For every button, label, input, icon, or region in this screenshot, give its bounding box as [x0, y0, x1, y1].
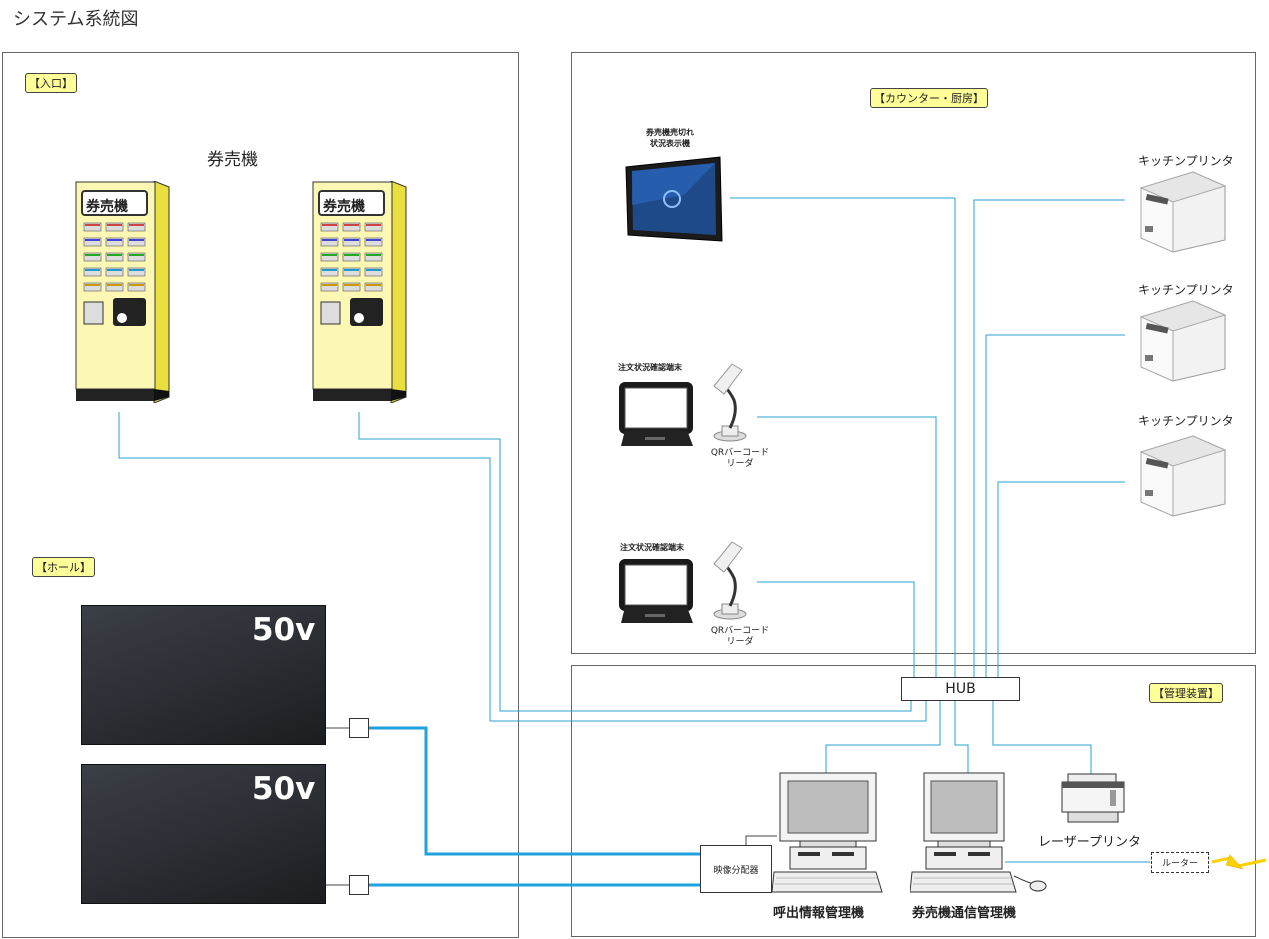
- call-pc-label: 呼出情報管理機: [773, 906, 865, 921]
- ticket-machine-2-icon: [312, 181, 407, 403]
- kitchen-printer-1-icon: [1139, 171, 1227, 253]
- tv-1-size-label: 50v: [252, 612, 316, 648]
- management-tag: 【管理装置】: [1149, 683, 1223, 703]
- qr-reader-1-label: QRバーコード リーダ: [710, 448, 770, 469]
- call-pc-icon: [772, 772, 883, 893]
- soldout-display-label: 券売機売切れ 状況表示機: [646, 128, 694, 148]
- qr-reader-1-icon: [713, 363, 747, 442]
- router-label: ルーター: [1161, 859, 1198, 869]
- hall-tag: 【ホール】: [32, 557, 95, 577]
- tv-2-connector: [349, 875, 369, 895]
- ticket-machine-group-label: 券売機: [207, 150, 258, 170]
- tv-1-display: [81, 605, 326, 745]
- comm-pc-icon: [910, 772, 1047, 893]
- router-box: ルーター: [1151, 852, 1209, 873]
- kitchen-printer-3-icon: [1139, 435, 1227, 517]
- qr-reader-2-icon: [713, 541, 747, 620]
- ticket-machine-1-icon: [75, 181, 170, 403]
- order-terminal-1-icon: [619, 382, 693, 446]
- comm-pc-label: 券売機通信管理機: [912, 906, 1017, 921]
- tv-2-display: [81, 764, 326, 904]
- laser-printer-icon: [1061, 773, 1125, 823]
- entrance-tag: 【入口】: [25, 73, 77, 93]
- ticket-machine-1-sign: 券売機: [86, 199, 128, 215]
- kitchen-printer-2-label: キッチンプリンタ: [1138, 283, 1234, 297]
- qr-reader-2-label: QRバーコード リーダ: [710, 626, 770, 647]
- ticket-machine-2-sign: 券売機: [323, 199, 365, 215]
- kitchen-printer-1-label: キッチンプリンタ: [1138, 154, 1234, 168]
- order-terminal-2-icon: [619, 559, 693, 623]
- laser-printer-label: レーザープリンタ: [1038, 835, 1141, 850]
- hub-box: HUB: [901, 677, 1020, 701]
- video-splitter-box: 映像分配器: [700, 845, 772, 893]
- page-title: システム系統図: [13, 9, 139, 30]
- hub-label: HUB: [945, 681, 976, 697]
- counter-tag: 【カウンター・厨房】: [870, 88, 988, 108]
- tv-1-connector: [349, 718, 369, 738]
- kitchen-printer-2-icon: [1139, 300, 1227, 382]
- kitchen-printer-3-label: キッチンプリンタ: [1138, 414, 1234, 428]
- order-terminal-1-label: 注文状況確認端末: [618, 363, 682, 372]
- tv-2-size-label: 50v: [252, 771, 316, 807]
- soldout-display-icon: [625, 156, 723, 242]
- order-terminal-2-label: 注文状況確認端末: [620, 543, 684, 552]
- video-splitter-label: 映像分配器: [713, 865, 759, 876]
